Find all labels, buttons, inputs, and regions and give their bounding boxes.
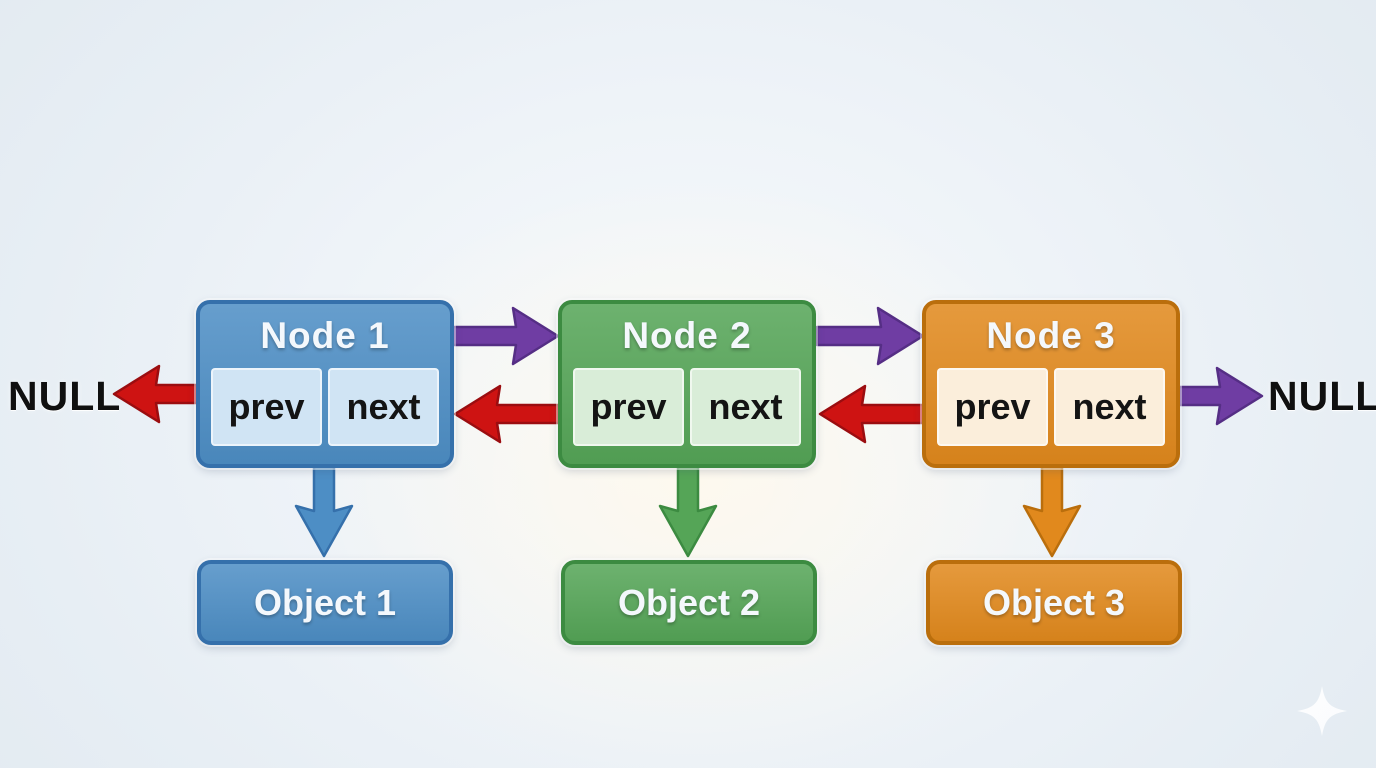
- node-2-prev-cell: prev: [573, 368, 684, 446]
- node-3-next-cell: next: [1054, 368, 1165, 446]
- object-2: Object 2: [561, 560, 817, 645]
- null-terminator-right: NULL: [1268, 372, 1376, 419]
- null-terminator-left: NULL: [8, 372, 122, 419]
- prev-arrow-node2-to-node1: [453, 384, 561, 444]
- object-1: Object 1: [197, 560, 453, 645]
- node-2-pointer-cells: prev next: [573, 368, 801, 446]
- node-3-prev-cell: prev: [937, 368, 1048, 446]
- node-1-pointer-cells: prev next: [211, 368, 439, 446]
- next-arrow-node1-to-node2: [450, 306, 560, 366]
- node-3-pointer-cells: prev next: [937, 368, 1165, 446]
- node-2: Node 2 prev next: [558, 300, 816, 468]
- node-1-next-cell: next: [328, 368, 439, 446]
- node-3-title: Node 3: [986, 315, 1116, 356]
- down-arrow-node3-to-object3: [1022, 464, 1082, 558]
- next-arrow-node2-to-node3: [815, 306, 925, 366]
- node-1-title: Node 1: [260, 315, 390, 356]
- object-3: Object 3: [926, 560, 1182, 645]
- node-2-next-cell: next: [690, 368, 801, 446]
- node-3: Node 3 prev next: [922, 300, 1180, 468]
- sparkle-icon: [1297, 686, 1347, 736]
- next-arrow-node3-to-null: [1177, 366, 1264, 426]
- node-1-prev-cell: prev: [211, 368, 322, 446]
- prev-arrow-node3-to-node2: [818, 384, 926, 444]
- prev-arrow-node1-to-null: [112, 364, 199, 424]
- node-2-title: Node 2: [622, 315, 752, 356]
- down-arrow-node1-to-object1: [294, 464, 354, 558]
- down-arrow-node2-to-object2: [658, 464, 718, 558]
- node-1: Node 1 prev next: [196, 300, 454, 468]
